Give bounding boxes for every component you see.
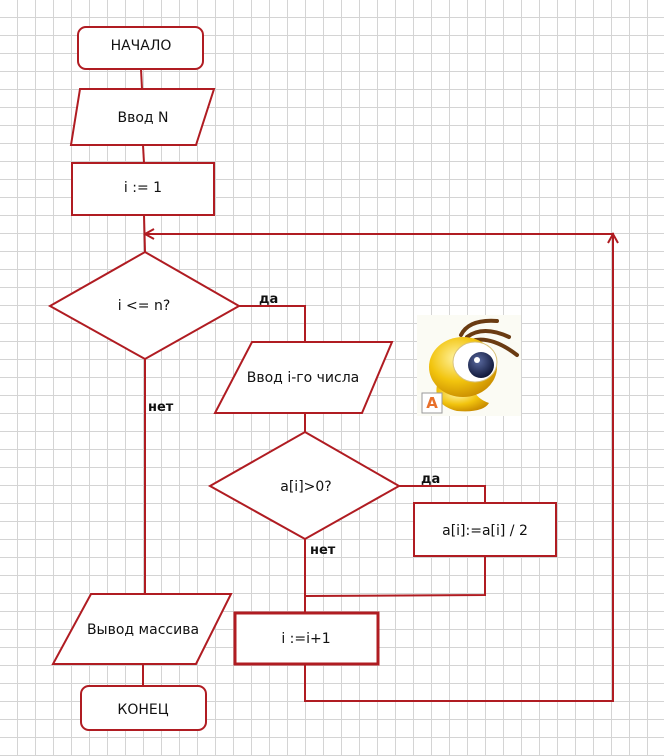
end-label: КОНЕЦ (117, 702, 168, 718)
connector-start-to-input (140, 68, 143, 90)
output-label: Вывод массива (87, 622, 199, 638)
increment-node: i :=i+1 (233, 611, 380, 666)
increment-label: i :=i+1 (281, 631, 330, 647)
input-element-label: Ввод i-го числа (247, 370, 359, 386)
init-node: i := 1 (71, 162, 215, 216)
input-element-node: Ввод i-го числа (213, 341, 394, 414)
loop-no-label: нет (148, 400, 174, 415)
positive-no-label: нет (310, 543, 336, 558)
arrow-left-icon (142, 228, 155, 240)
start-label: НАЧАЛО (111, 38, 172, 54)
loop-yes-label: да (259, 292, 278, 307)
positive-condition-node: a[i]>0? (207, 430, 402, 541)
output-node: Вывод массива (51, 593, 233, 665)
input-n-label: Ввод N (117, 110, 168, 126)
start-node: НАЧАЛО (77, 26, 204, 70)
connector-cond2-yes (399, 485, 486, 503)
loop-condition-node: i <= n? (47, 250, 242, 361)
loop-condition-label: i <= n? (118, 298, 171, 314)
end-node: КОНЕЦ (80, 685, 207, 731)
halve-node: a[i]:=a[i] / 2 (413, 502, 557, 557)
input-n-node: Ввод N (69, 88, 216, 146)
connector-loop-back (145, 233, 614, 702)
connector-halve-to-merge (304, 556, 486, 597)
connector-cond-yes (239, 305, 306, 342)
halve-label: a[i]:=a[i] / 2 (442, 523, 528, 539)
positive-condition-label: a[i]>0? (280, 479, 331, 495)
mascot-badge: A (426, 394, 438, 412)
connector-input-to-init (142, 144, 145, 164)
init-label: i := 1 (124, 180, 162, 196)
ant-mascot-icon: A (417, 315, 521, 416)
positive-yes-label: да (421, 472, 440, 487)
arrow-up-icon (607, 231, 619, 244)
connectors (140, 68, 619, 702)
